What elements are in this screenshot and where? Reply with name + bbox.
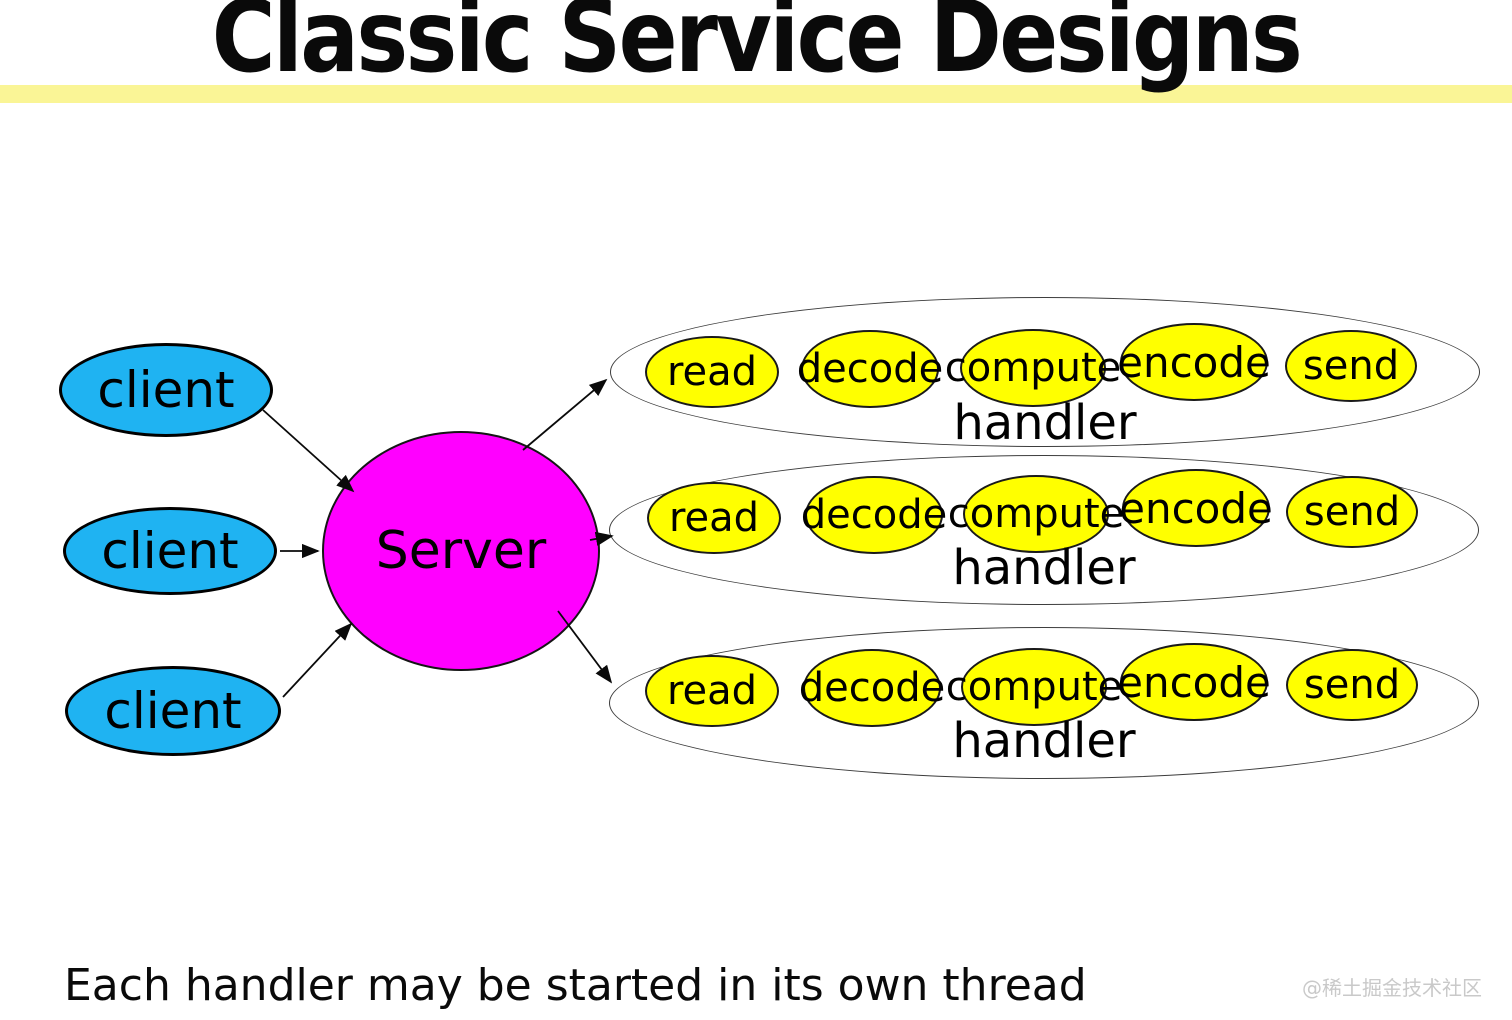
step-decode: decode [797,330,943,408]
client-node-3: client [65,666,281,756]
step-send: send [1285,330,1417,402]
step-read: read [645,655,779,727]
client-node-1: client [59,343,273,437]
title-underline [0,85,1512,103]
server-node: Server [322,431,600,671]
handler-group-2: read decode compute encode send handler [609,455,1479,605]
step-send: send [1286,649,1418,721]
watermark: @稀土掘金技术社区 [1302,976,1482,1000]
client-label: client [104,682,242,740]
step-encode: encode [1119,469,1273,547]
step-encode: encode [1117,323,1271,401]
step-decode: decode [801,476,947,554]
step-read: read [645,336,779,408]
footer-note: Each handler may be started in its own t… [64,960,1087,1011]
handler-label: handler [952,713,1136,769]
client-label: client [101,522,239,580]
step-compute: compute [946,648,1122,726]
page-title: Classic Service Designs [211,0,1303,95]
handler-group-1: read decode compute encode send handler [610,297,1480,451]
step-send: send [1286,476,1418,548]
client-label: client [97,361,235,419]
server-label: Server [375,521,547,581]
step-decode: decode [799,649,945,727]
arrow-client1-to-server [262,409,355,493]
step-encode: encode [1117,643,1271,721]
arrow-client3-to-server [282,622,353,698]
step-compute: compute [945,329,1121,407]
handler-label: handler [952,540,1136,596]
client-node-2: client [63,507,277,595]
step-compute: compute [948,475,1124,553]
handler-group-3: read decode compute encode send handler [609,627,1479,779]
handler-label: handler [953,395,1137,451]
step-read: read [647,482,781,554]
arrow-server-to-handler1 [522,378,608,451]
